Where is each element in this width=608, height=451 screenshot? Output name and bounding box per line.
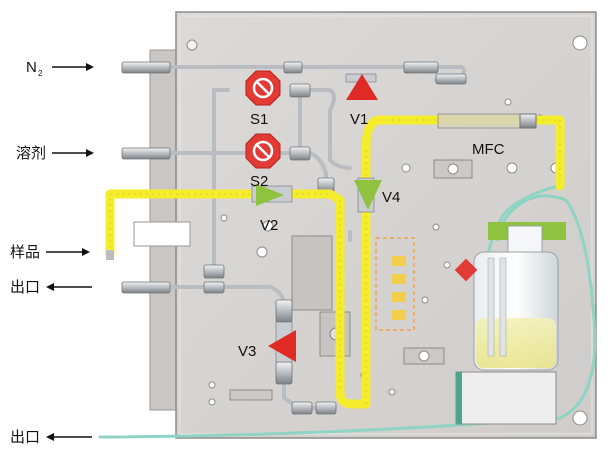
n2-label: N	[26, 59, 37, 76]
bottle-icon	[454, 222, 566, 425]
valve-v1	[345, 73, 378, 100]
valve-v4	[354, 177, 382, 213]
valve-v3	[268, 321, 296, 363]
outlet-upper-label: 出口	[10, 279, 40, 296]
n2-subscript: 2	[38, 69, 43, 78]
valve-s2	[245, 133, 281, 169]
valve-label-v2: V2	[260, 217, 278, 234]
arrow-right-icon	[52, 63, 94, 71]
label-sample: 样品	[10, 244, 90, 261]
arrow-left-icon	[46, 433, 92, 441]
valve-label-v3: V3	[238, 343, 256, 360]
label-outlet-upper: 出口	[10, 279, 92, 296]
label-n2: N 2	[26, 59, 94, 78]
valve-s1	[245, 70, 281, 106]
solvent-label: 溶剂	[16, 145, 46, 162]
arrow-right-icon	[52, 149, 94, 157]
mfc-label: MFC	[472, 141, 505, 158]
arrow-right-icon	[46, 248, 90, 256]
sensor-box	[375, 237, 415, 331]
valve-label-s1: S1	[250, 111, 268, 128]
sample-label: 样品	[10, 244, 40, 261]
teal-tubing	[98, 184, 597, 439]
sample-inlet-tip	[106, 250, 114, 260]
yellow-flow-path	[105, 115, 565, 409]
label-outlet-lower: 出口	[10, 429, 92, 446]
arrow-left-icon	[46, 283, 92, 291]
valve-label-s2: S2	[250, 173, 268, 190]
label-solvent: 溶剂	[16, 145, 94, 162]
fittings	[121, 61, 467, 415]
valve-v2	[251, 184, 293, 206]
valve-label-v1: V1	[350, 111, 368, 128]
outlet-lower-label: 出口	[10, 429, 40, 446]
valve-label-v4: V4	[382, 189, 400, 206]
mfc-unit	[437, 113, 537, 129]
